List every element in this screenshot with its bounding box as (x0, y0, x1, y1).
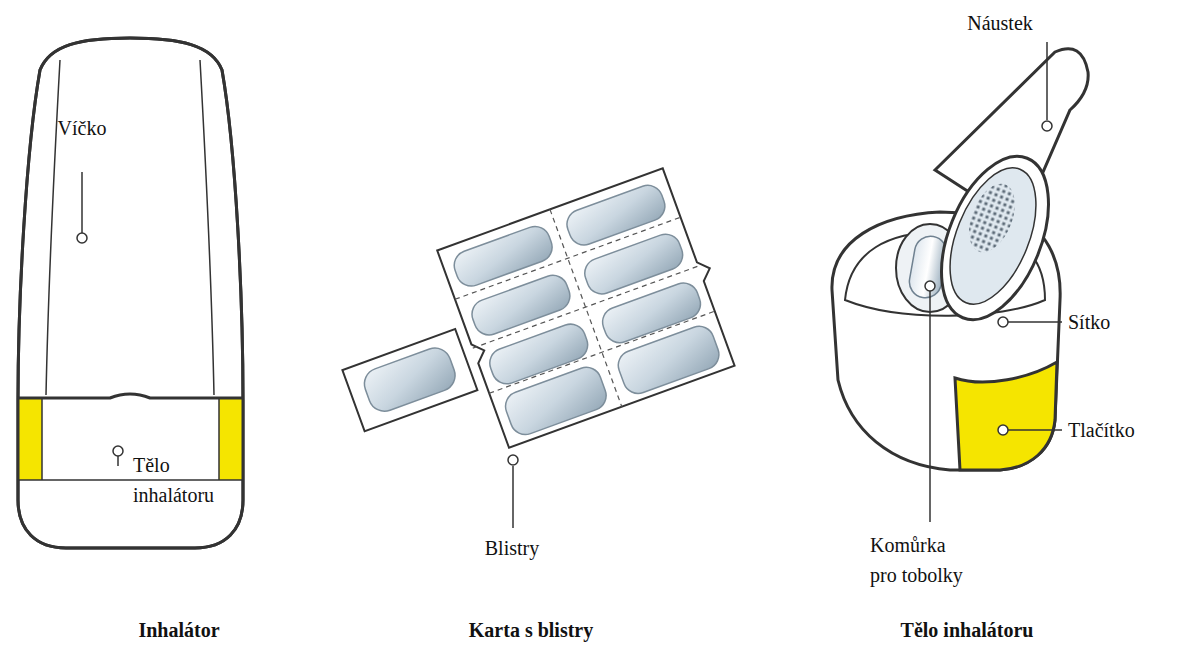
part-label: Tlačítko (1068, 415, 1178, 445)
leader-lines (77, 172, 123, 466)
part-label: Víčko (22, 113, 142, 143)
part-label: Komůrka pro tobolky (870, 530, 970, 590)
blister-card (315, 165, 744, 492)
open-inhaler (832, 49, 1088, 470)
blister (501, 363, 610, 439)
part-label: Tělo inhalátoru (133, 450, 233, 510)
leader-lines (508, 455, 518, 528)
part-label: Sítko (1068, 307, 1168, 337)
blister (614, 322, 723, 398)
figure-caption: Inhalátor (79, 615, 279, 645)
leader-lines (925, 42, 1062, 522)
figure-caption: Tělo inhalátoru (852, 615, 1082, 645)
figure-caption: Karta s blistry (421, 615, 641, 645)
part-label: Náustek (935, 8, 1065, 38)
closed-inhaler (18, 38, 243, 548)
part-label: Blistry (452, 533, 572, 563)
